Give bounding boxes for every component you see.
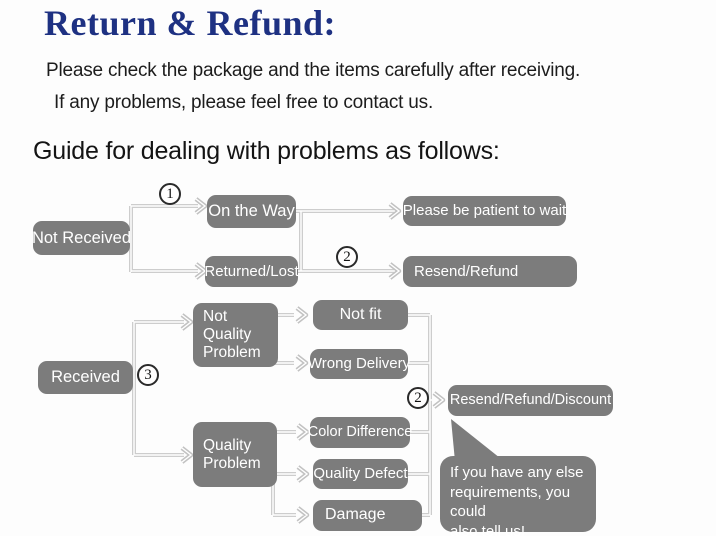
step-badge-2-bottom: 2 [407,387,429,409]
flow-node-returned-lost: Returned/Lost [204,256,299,287]
flow-node-damage: Damage [313,500,422,531]
flow-node-wrong-delivery: Wrong Delivery [308,349,410,379]
callout-line: If you have any else [450,464,584,481]
flow-node-not-fit: Not fit [313,300,408,330]
intro-line-2: If any problems, please feel free to con… [54,92,434,113]
step-badge-2-top: 2 [336,246,358,268]
flow-node-not-received: Not Received [32,221,131,255]
flow-node-on-the-way: On the Way [207,195,296,228]
callout-line: requirements, you could [450,483,571,521]
flow-node-resend-refund-discount: Resend/Refund/Discount [448,385,613,416]
flow-node-resend-refund: Resend/Refund [403,256,577,287]
flow-node-please-be-patient: Please be patient to wait [403,196,566,226]
guide-heading: Guide for dealing with problems as follo… [33,137,500,165]
flow-node-received: Received [38,361,133,394]
flow-node-quality-defect: Quality Defect [313,459,408,489]
callout-line: also tell us! [450,522,526,536]
flow-node-quality-problem: Quality Problem [193,422,277,487]
step-badge-1: 1 [159,183,181,205]
callout-bubble: If you have any else requirements, you c… [440,456,596,536]
flow-node-not-quality-problem: Not Quality Problem [193,303,278,367]
flow-node-color-difference: Color Difference [308,417,412,448]
intro-line-1: Please check the package and the items c… [46,60,581,81]
step-badge-3: 3 [137,364,159,386]
page-title: Return & Refund: [44,3,336,43]
